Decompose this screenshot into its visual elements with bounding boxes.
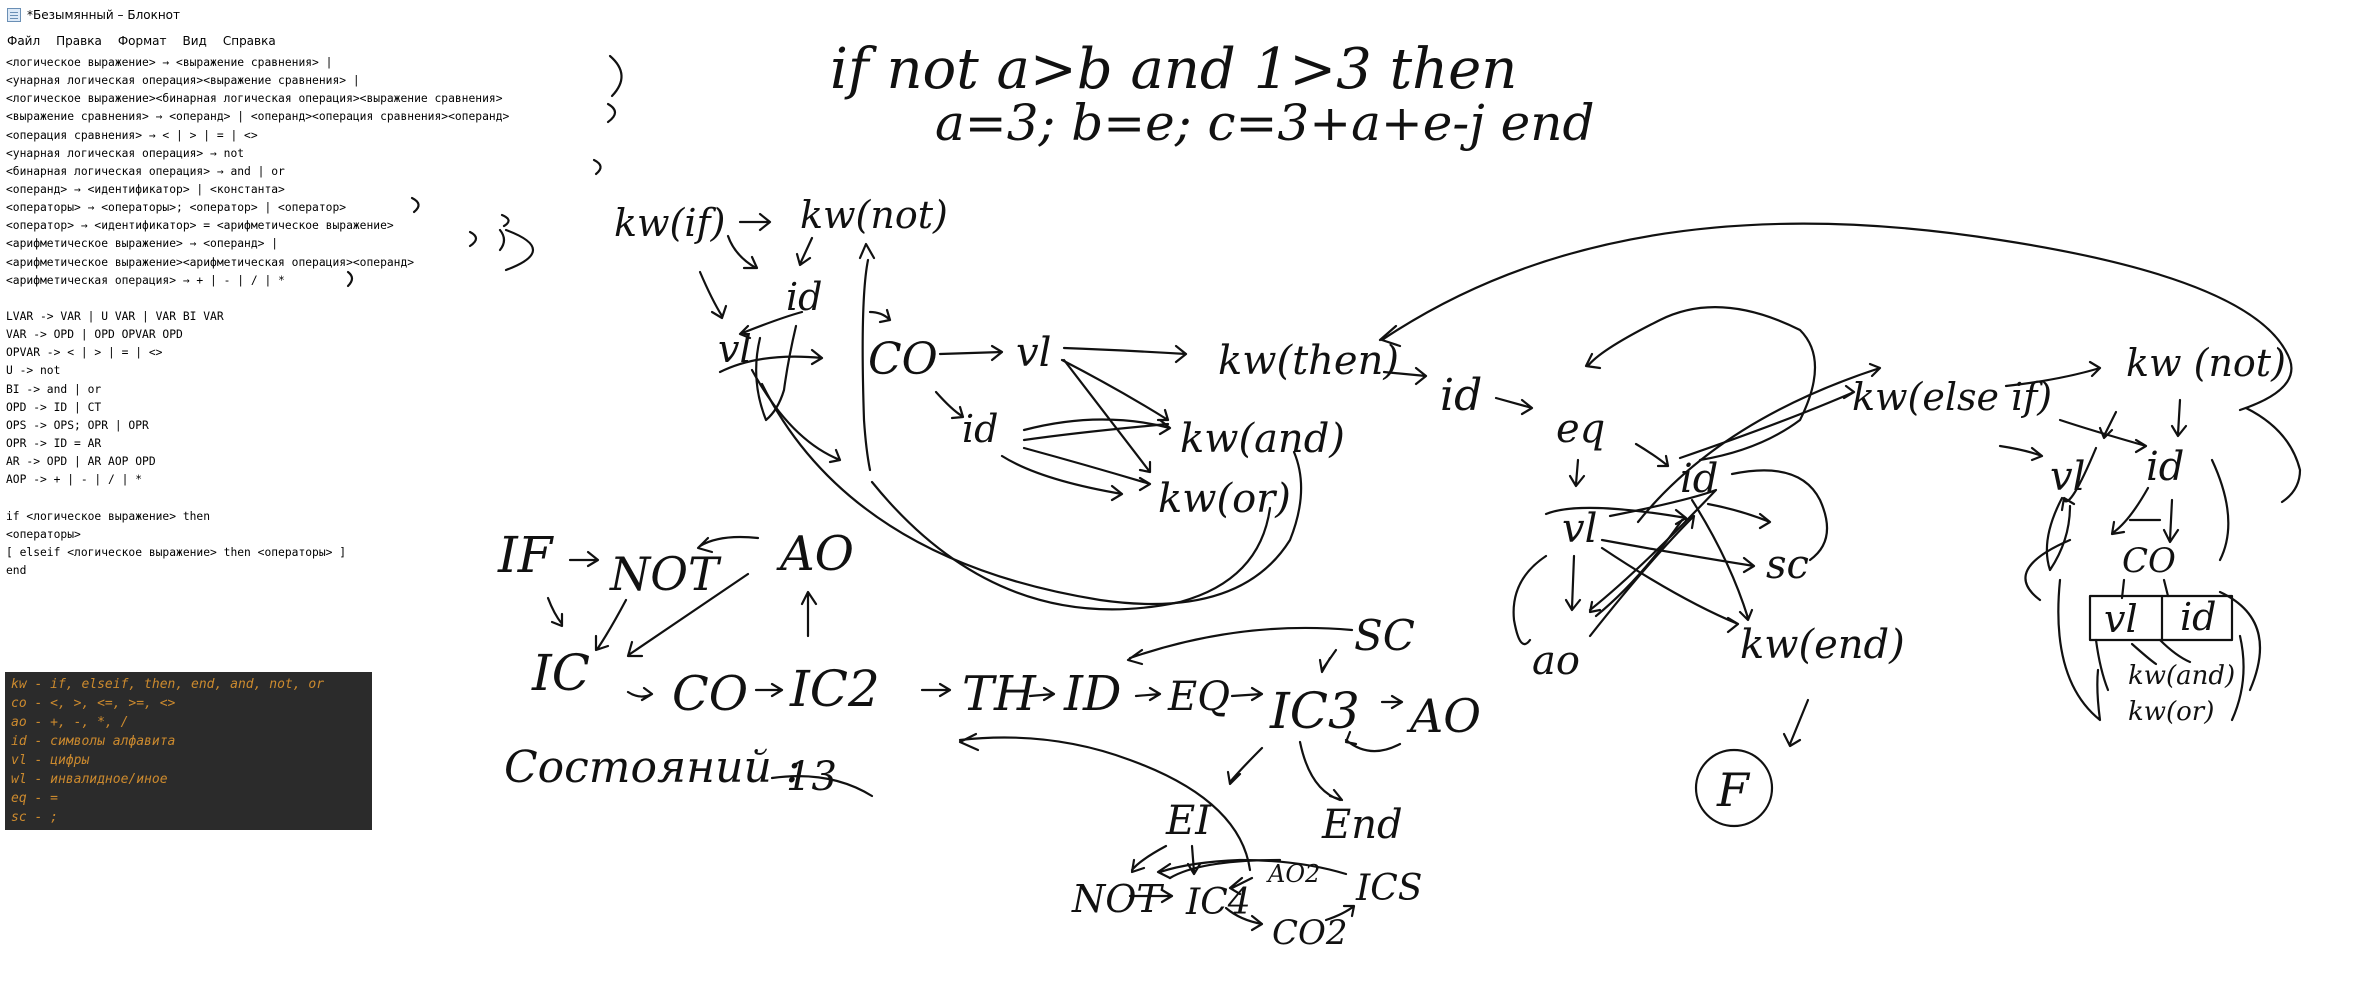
node-kw-not: kw(not) bbox=[800, 193, 948, 237]
node-id-5: id bbox=[2146, 444, 2184, 490]
state-ao-b: AO bbox=[1406, 689, 1481, 743]
node-vl-1: vl bbox=[718, 327, 752, 371]
node-kw-then: kw(then) bbox=[1218, 338, 1399, 384]
title-bar[interactable]: *Безымянный – Блокнот bbox=[0, 0, 620, 30]
editor-line: OPR -> ID = AR bbox=[6, 436, 102, 450]
state-id: ID bbox=[1063, 666, 1121, 722]
node-kw-if: kw(if) bbox=[614, 201, 725, 245]
menu-file[interactable]: Файл bbox=[7, 34, 41, 48]
box-vl: vl bbox=[2104, 597, 2138, 641]
menu-format[interactable]: Формат bbox=[117, 34, 167, 48]
node-kw-or: kw(or) bbox=[1158, 476, 1291, 522]
editor-line: <оператор> → <идентификатор> = <арифмети… bbox=[6, 219, 394, 233]
state-not-2: NOT bbox=[1071, 877, 1164, 921]
menu-edit[interactable]: Правка bbox=[56, 34, 102, 48]
node-id-3: id bbox=[1440, 370, 1482, 421]
node-kw-or-2: kw(or) bbox=[2128, 697, 2214, 727]
editor-line: <арифметическое выражение> → <операнд> | bbox=[6, 237, 279, 251]
editor-line: VAR -> OPD | OPD OPVAR OPD bbox=[6, 328, 183, 342]
legend-line: eq - = bbox=[11, 791, 58, 806]
state-ic3: IC3 bbox=[1269, 682, 1360, 740]
node-kw-and-2: kw(and) bbox=[2128, 661, 2235, 691]
editor-line: OPS -> OPS; OPR | OPR bbox=[6, 418, 149, 432]
node-final: F bbox=[1716, 763, 1751, 817]
editor-line: [ elseif <логическое выражение> then <оп… bbox=[6, 545, 347, 559]
editor-line: <операторы> → <операторы>; <оператор> | … bbox=[6, 201, 347, 215]
editor-line: OPVAR -> < | > | = | <> bbox=[6, 346, 163, 360]
notepad-window: *Безымянный – Блокнот Файл Правка Формат… bbox=[0, 0, 620, 600]
legend-line: ao - +, -, *, / bbox=[11, 715, 129, 730]
header-line-2: a=3; b=e; c=3+a+e-j end bbox=[935, 94, 1594, 152]
editor-line: LVAR -> VAR | U VAR | VAR BI VAR bbox=[6, 309, 224, 323]
state-ei: EI bbox=[1165, 798, 1212, 844]
state-transition-arrows bbox=[546, 535, 1404, 932]
state-if: IF bbox=[497, 526, 555, 584]
legend-line: wl - инвалидное/иное bbox=[11, 772, 168, 787]
state-sc: SC bbox=[1354, 611, 1415, 660]
menu-help[interactable]: Справка bbox=[222, 34, 276, 48]
legend-line: sc - ; bbox=[11, 810, 58, 825]
node-id-2: id bbox=[962, 407, 998, 451]
node-kw-and: kw(and) bbox=[1180, 416, 1345, 462]
node-kw-not-2: kw (not) bbox=[2126, 341, 2286, 385]
state-th: TH bbox=[962, 666, 1037, 722]
node-eq: eq bbox=[1556, 406, 1605, 452]
editor-line: <выражение сравнения> → <операнд> | <опе… bbox=[6, 110, 510, 124]
legend-line: kw - if, elseif, then, end, and, not, or bbox=[11, 677, 325, 692]
state-ic2: IC2 bbox=[789, 660, 880, 718]
node-co-2: CO bbox=[2122, 541, 2176, 581]
editor-line: <бинарная логическая операция> → and | o… bbox=[6, 164, 285, 178]
legend-line: vl - цифры bbox=[11, 753, 90, 768]
transition-arrows bbox=[698, 212, 2302, 748]
editor-line: AOP -> + | - | / | * bbox=[6, 473, 143, 487]
editor-line: <арифметическая операция> → + | - | / | … bbox=[6, 273, 285, 287]
state-ao2: AO2 bbox=[1266, 860, 1320, 888]
node-kw-elseif: kw(else if) bbox=[1852, 375, 2052, 419]
legend-line: id - символы алфавита bbox=[11, 734, 176, 749]
states-label: Состояний : bbox=[504, 742, 801, 793]
text-editor[interactable]: <логическое выражение> → <выражение срав… bbox=[6, 54, 616, 599]
editor-line: OPD -> ID | CT bbox=[6, 400, 102, 414]
legend-line: co - <, >, <=, >=, <> bbox=[11, 696, 176, 711]
state-ic: IC bbox=[531, 644, 590, 702]
editor-line: U -> not bbox=[6, 364, 61, 378]
legend-panel: kw - if, elseif, then, end, and, not, or… bbox=[5, 672, 372, 830]
node-co: CO bbox=[868, 334, 938, 385]
node-id-1: id bbox=[786, 275, 822, 319]
editor-line: <операнд> → <идентификатор> | <константа… bbox=[6, 182, 285, 196]
editor-line: end bbox=[6, 563, 27, 577]
header-line-1: if not a>b and 1>3 then bbox=[830, 37, 1517, 102]
window-title: *Безымянный – Блокнот bbox=[27, 8, 181, 22]
node-ao-1: ao bbox=[1532, 638, 1580, 684]
editor-line: BI -> and | or bbox=[6, 382, 102, 396]
editor-line: <унарная логическая операция> → not bbox=[6, 146, 245, 160]
editor-line: <логическое выражение><бинарная логическ… bbox=[6, 92, 503, 106]
node-sc-1: sc bbox=[1766, 542, 1809, 588]
state-co2: CO2 bbox=[1272, 913, 1348, 953]
notepad-icon bbox=[7, 8, 21, 22]
menu-view[interactable]: Вид bbox=[182, 34, 207, 48]
state-co: CO bbox=[672, 666, 748, 722]
state-ao: AO bbox=[776, 526, 854, 582]
node-kw-end: kw(end) bbox=[1740, 622, 1905, 668]
state-ics: ICS bbox=[1355, 868, 1422, 909]
node-vl-4: vl bbox=[2050, 454, 2085, 500]
editor-line: AR -> OPD | AR AOP OPD bbox=[6, 455, 156, 469]
editor-line: <унарная логическая операция><выражение … bbox=[6, 74, 360, 88]
final-state-circle bbox=[1694, 748, 1774, 828]
editor-line: <операторы> bbox=[6, 527, 81, 541]
editor-line: <логическое выражение> → <выражение срав… bbox=[6, 56, 333, 69]
node-vl-3: vl bbox=[1562, 506, 1597, 552]
menu-bar: Файл Правка Формат Вид Справка bbox=[0, 30, 620, 52]
editor-line: <арифметическое выражение><арифметическа… bbox=[6, 255, 415, 269]
editor-line: <операция сравнения> → < | > | = | <> bbox=[6, 128, 258, 142]
editor-line: if <логическое выражение> then bbox=[6, 509, 211, 523]
state-eq: EQ bbox=[1167, 674, 1230, 720]
box-id: id bbox=[2180, 595, 2216, 639]
state-not: NOT bbox=[609, 547, 722, 601]
state-end: End bbox=[1321, 802, 1403, 848]
node-vl-2: vl bbox=[1016, 330, 1051, 376]
